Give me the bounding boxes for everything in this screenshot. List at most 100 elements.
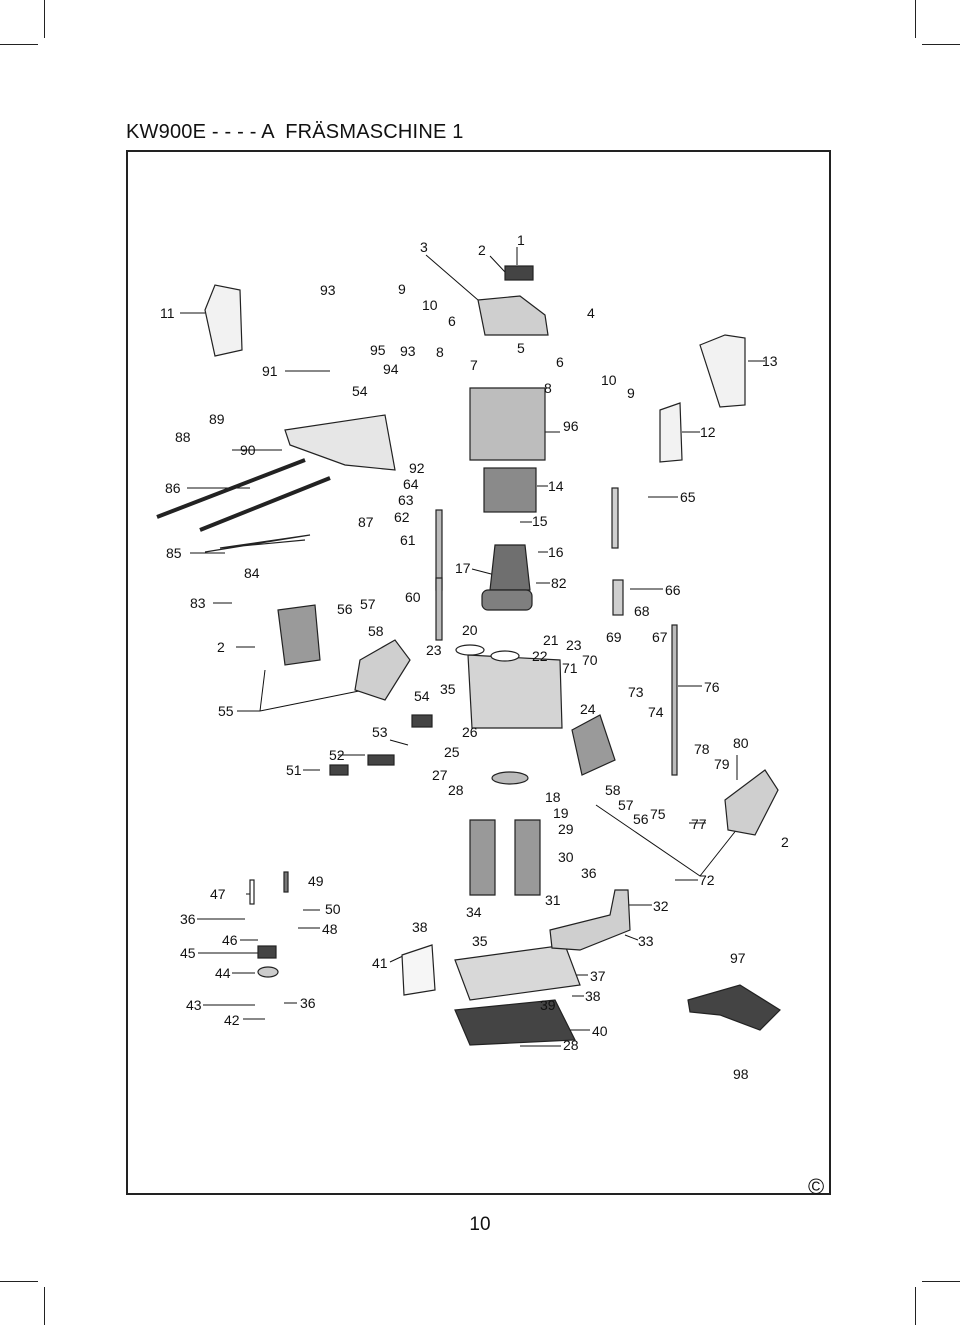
crop-mark: [922, 44, 960, 45]
callout-6: 6: [448, 313, 456, 329]
callout-68: 68: [634, 603, 650, 619]
callout-60: 60: [405, 589, 421, 605]
callout-84: 84: [244, 565, 260, 581]
dial-45: [257, 945, 277, 959]
callout-93b: 93: [400, 343, 416, 359]
callout-50: 50: [325, 901, 341, 917]
callout-66: 66: [665, 582, 681, 598]
callout-52: 52: [329, 747, 345, 763]
page-number: 10: [469, 1214, 491, 1235]
column-60: [435, 577, 443, 641]
callout-78: 78: [694, 741, 710, 757]
callout-35b: 35: [472, 933, 488, 949]
callout-61: 61: [400, 532, 416, 548]
callout-89: 89: [209, 411, 225, 427]
callout-31: 31: [545, 892, 561, 908]
callout-23: 23: [426, 642, 442, 658]
callout-29: 29: [558, 821, 574, 837]
callout-58b: 58: [605, 782, 621, 798]
callout-24: 24: [580, 701, 596, 717]
callout-87: 87: [358, 514, 374, 530]
side-cover-left-11: [204, 284, 243, 357]
guide-rod-86: [156, 458, 306, 519]
callout-83: 83: [190, 595, 206, 611]
cable-65: [611, 487, 619, 549]
callout-69: 69: [606, 629, 622, 645]
callout-55: 55: [218, 703, 234, 719]
callout-9: 9: [398, 281, 406, 297]
callout-57: 57: [360, 596, 376, 612]
callout-88: 88: [175, 429, 191, 445]
crop-mark: [44, 0, 45, 38]
handle-right-72: [571, 714, 616, 776]
callout-25: 25: [444, 744, 460, 760]
callout-95: 95: [370, 342, 386, 358]
callout-7: 7: [470, 357, 478, 373]
callout-82: 82: [551, 575, 567, 591]
callout-38: 38: [412, 919, 428, 935]
callout-27: 27: [432, 767, 448, 783]
callout-2: 2: [478, 242, 486, 258]
callout-8: 8: [436, 344, 444, 360]
callout-74: 74: [648, 704, 664, 720]
callout-53: 53: [372, 724, 388, 740]
page-title: KW900E - - - - A FRÄSMASCHINE 1: [126, 121, 464, 143]
spring-30: [469, 819, 496, 896]
callout-45: 45: [180, 945, 196, 961]
callout-16: 16: [548, 544, 564, 560]
callout-9b: 9: [627, 385, 635, 401]
callout-63: 63: [398, 492, 414, 508]
callout-26: 26: [462, 724, 478, 740]
crop-mark: [922, 1281, 960, 1282]
lever-52: [367, 754, 395, 766]
callout-46: 46: [222, 932, 238, 948]
field-coil-14: [483, 467, 537, 513]
callout-77: 77: [691, 816, 707, 832]
diagram-frame: [126, 150, 831, 1195]
callout-10b: 10: [601, 372, 617, 388]
callout-33: 33: [638, 933, 654, 949]
callout-19: 19: [553, 805, 569, 821]
callout-85: 85: [166, 545, 182, 561]
callout-72: 72: [699, 872, 715, 888]
callout-28b: 28: [563, 1037, 579, 1053]
callout-10: 10: [422, 297, 438, 313]
callout-36c: 36: [581, 865, 597, 881]
oring-23: [455, 644, 485, 656]
pin-47: [249, 879, 255, 905]
guide-rod-85: [199, 476, 331, 532]
crop-mark: [915, 1287, 916, 1325]
side-cover-12: [659, 402, 683, 463]
callout-98: 98: [733, 1066, 749, 1082]
callout-70: 70: [582, 652, 598, 668]
callout-56b: 56: [633, 811, 649, 827]
crop-mark: [44, 1287, 45, 1325]
dust-adapter-33: [549, 889, 631, 951]
callout-18: 18: [545, 789, 561, 805]
callout-35: 35: [440, 681, 456, 697]
knob-51: [329, 764, 349, 776]
copyright-symbol: ©: [808, 1174, 825, 1199]
callout-21: 21: [543, 632, 559, 648]
motor-housing-96: [469, 387, 546, 461]
callout-56: 56: [337, 601, 353, 617]
callout-48: 48: [322, 921, 338, 937]
callout-73: 73: [628, 684, 644, 700]
callout-67: 67: [652, 629, 668, 645]
callout-4: 4: [587, 305, 595, 321]
callout-58: 58: [368, 623, 384, 639]
washer-22: [490, 650, 520, 662]
armature-16: [489, 544, 531, 591]
callout-28: 28: [448, 782, 464, 798]
callout-71: 71: [562, 660, 578, 676]
switch-54: [411, 714, 433, 728]
callout-1: 1: [517, 232, 525, 248]
callout-2b: 2: [217, 639, 225, 655]
callout-6b: 6: [556, 354, 564, 370]
nut-27: [491, 771, 529, 785]
callout-43: 43: [186, 997, 202, 1013]
callout-80: 80: [733, 735, 749, 751]
callout-41: 41: [372, 955, 388, 971]
callout-96: 96: [563, 418, 579, 434]
